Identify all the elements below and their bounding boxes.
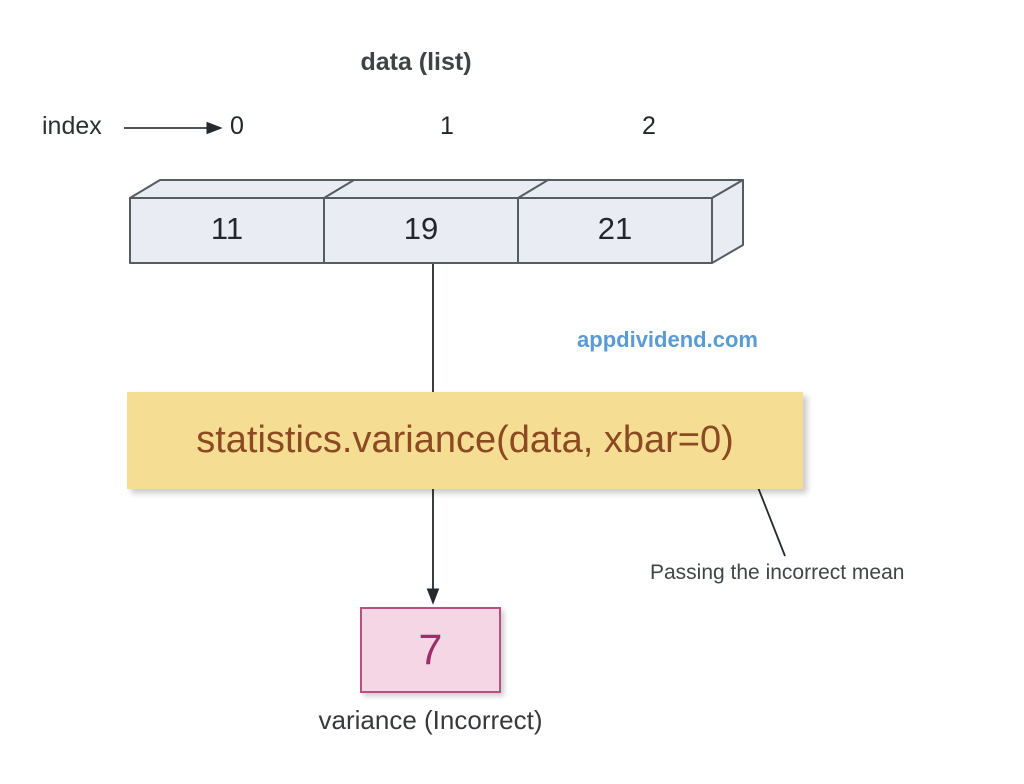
result-box: 7 — [360, 607, 501, 693]
result-label: variance (Incorrect) — [318, 705, 543, 735]
result-value: 7 — [418, 625, 443, 674]
list-box-top-face — [129, 179, 744, 199]
index-value-2: 2 — [642, 112, 656, 140]
index-label: index — [42, 112, 102, 140]
cell-divider-2-top — [517, 179, 549, 199]
cell-divider-1-top — [323, 179, 355, 199]
function-call-code: statistics.variance(data, xbar=0) — [196, 419, 734, 461]
index-value-0: 0 — [230, 112, 244, 140]
function-call-box: statistics.variance(data, xbar=0) — [127, 392, 803, 489]
annotation-text: Passing the incorrect mean — [650, 561, 905, 584]
list-cell-value-1: 19 — [403, 211, 439, 246]
list-cell-value-0: 11 — [210, 211, 244, 246]
data-list-title: data (list) — [360, 48, 472, 76]
index-value-1: 1 — [440, 112, 454, 140]
watermark-text: appdividend.com — [577, 327, 758, 352]
list-box-front-face — [129, 197, 713, 264]
list-cell-value-2: 21 — [597, 211, 633, 246]
